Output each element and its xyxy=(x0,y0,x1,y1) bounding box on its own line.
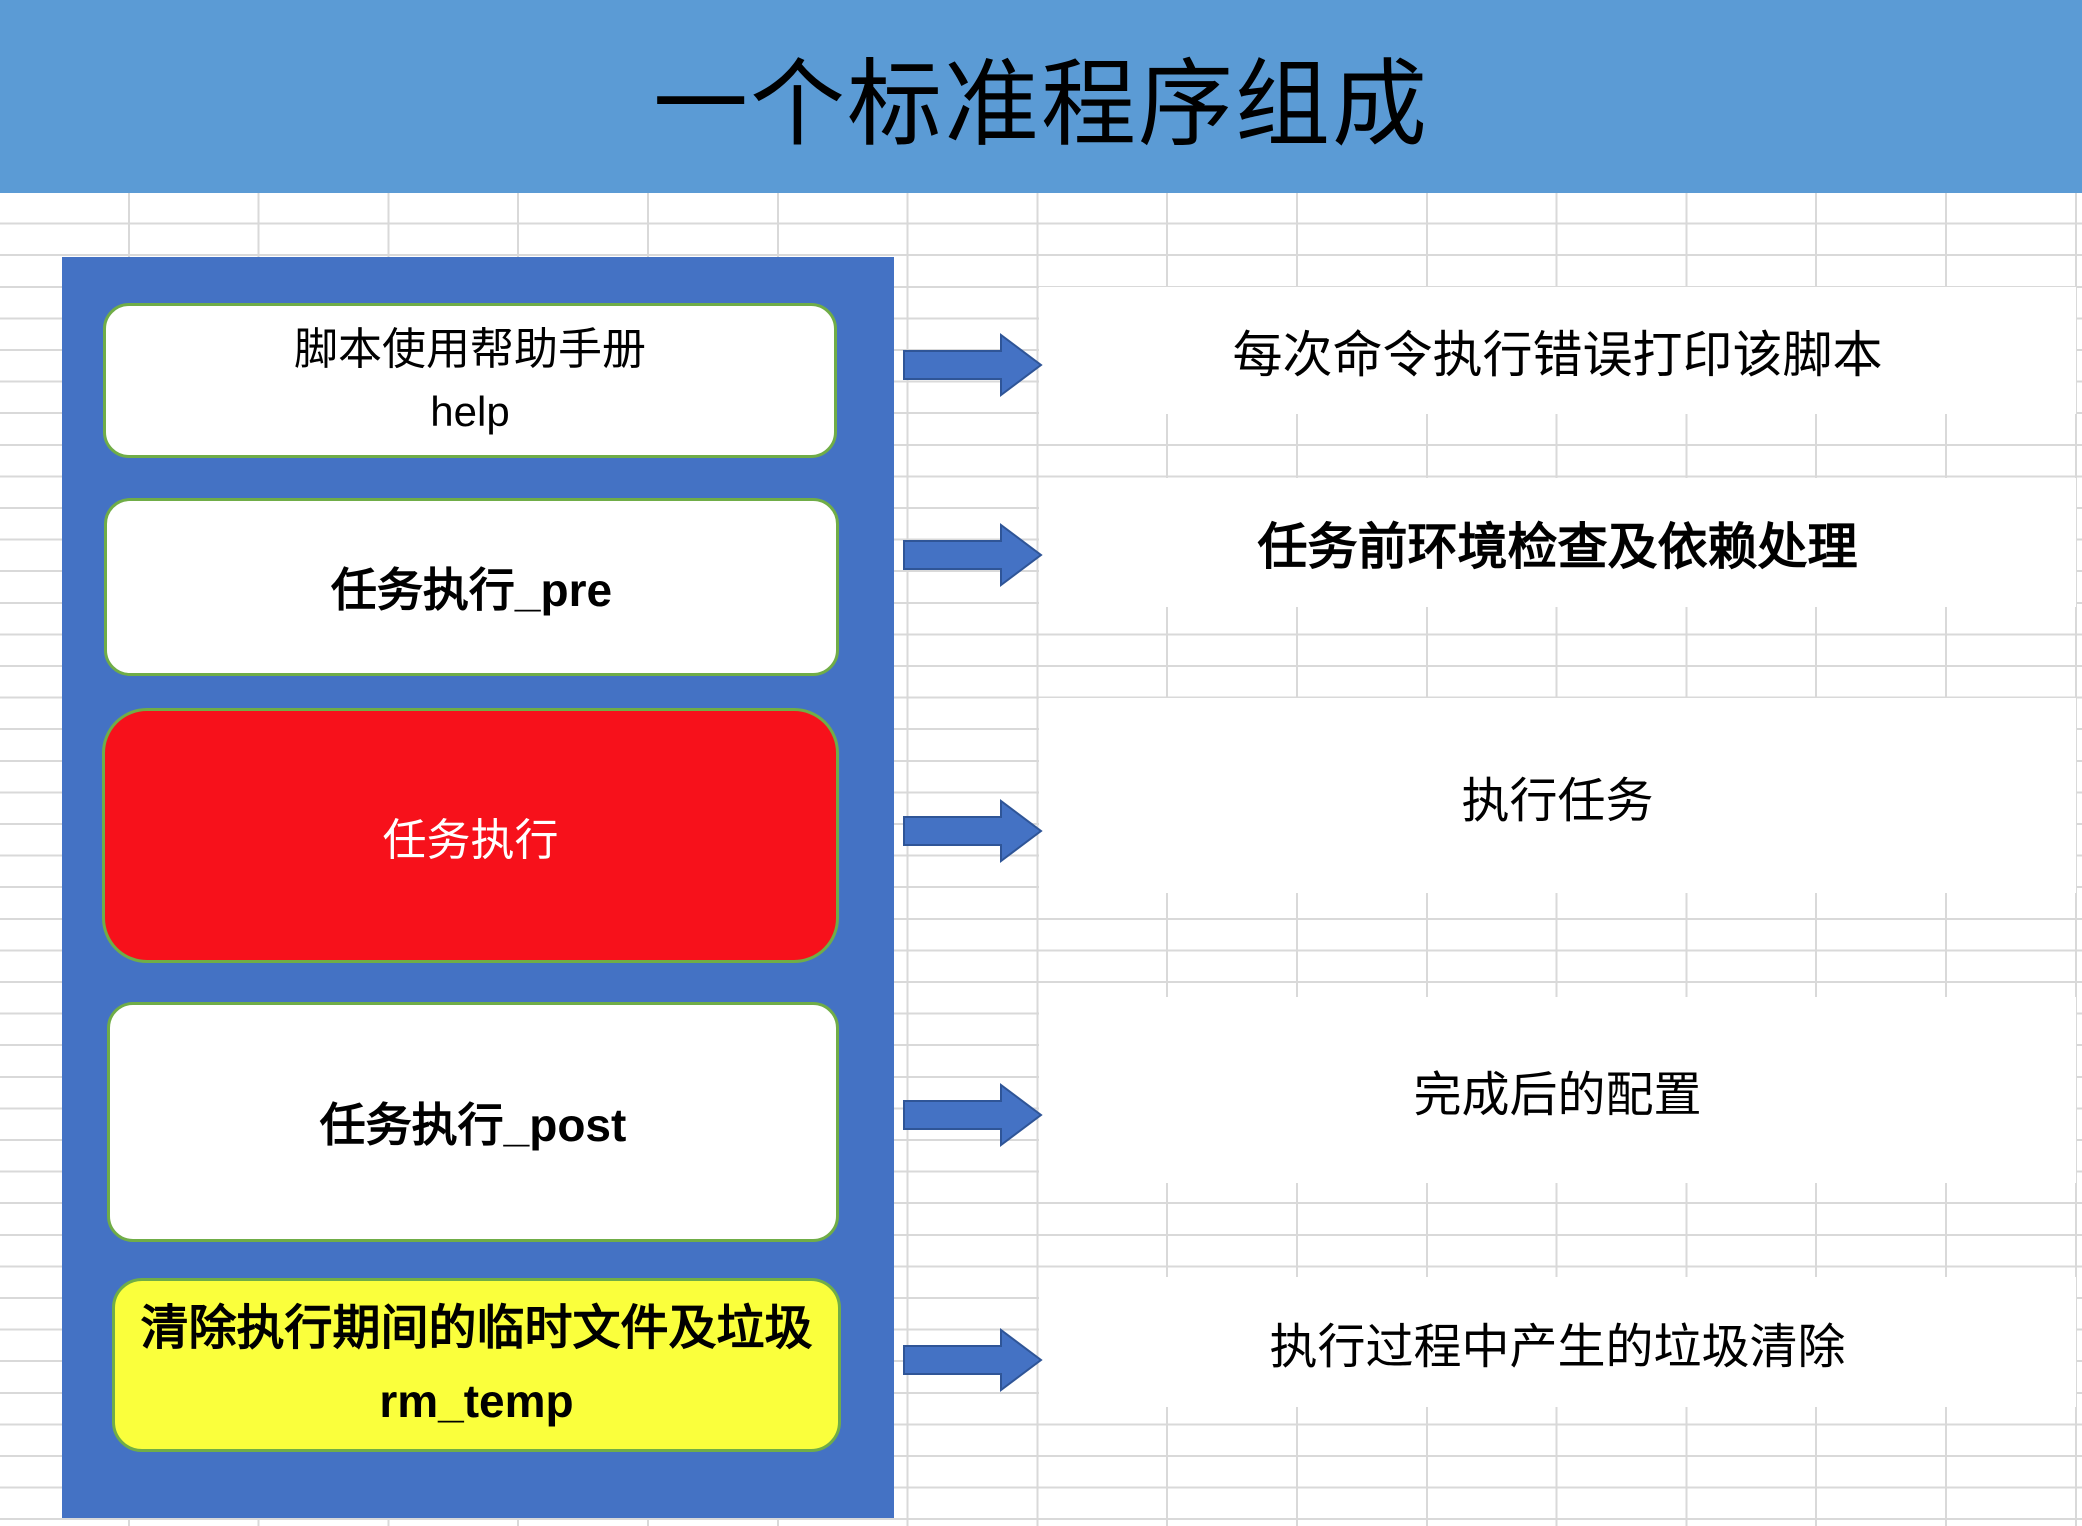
flow-box-pre: 任务执行_pre xyxy=(104,498,839,676)
merged-cell-region: 执行任务 xyxy=(1039,698,2076,893)
flow-box-post: 任务执行_post xyxy=(107,1002,839,1242)
merged-cell-region: 任务前环境检查及依赖处理 xyxy=(1039,478,2076,607)
box-label: 脚本使用帮助手册 xyxy=(294,324,646,374)
merged-cell-region: 完成后的配置 xyxy=(1039,997,2076,1183)
right-arrow-icon xyxy=(903,1328,1043,1392)
flow-box-rm-temp: 清除执行期间的临时文件及垃圾 rm_temp xyxy=(112,1278,841,1452)
flow-box-help: 脚本使用帮助手册 help xyxy=(103,303,837,458)
right-arrow-icon xyxy=(903,333,1043,397)
right-arrow-icon xyxy=(903,799,1043,863)
right-arrow-icon xyxy=(903,523,1043,587)
step-description: 每次命令执行错误打印该脚本 xyxy=(1232,326,1883,383)
step-description: 执行过程中产生的垃圾清除 xyxy=(1269,1321,1846,1374)
box-label: 清除执行期间的临时文件及垃圾 xyxy=(140,1302,813,1355)
step-description: 执行任务 xyxy=(1461,774,1654,828)
box-label: 任务执行_pre xyxy=(330,564,613,616)
merged-cell-region: 每次命令执行错误打印该脚本 xyxy=(1039,287,2076,414)
box-label: 任务执行 xyxy=(382,815,559,865)
title-bar: 一个标准程序组成 xyxy=(0,0,2082,193)
right-arrow-icon xyxy=(903,1083,1043,1147)
flow-box-exec: 任务执行 xyxy=(102,708,839,963)
box-label: 任务执行_post xyxy=(319,1099,627,1151)
box-sublabel: rm_temp xyxy=(379,1375,574,1427)
page-title: 一个标准程序组成 xyxy=(652,52,1429,158)
merged-cell-region: 执行过程中产生的垃圾清除 xyxy=(1039,1277,2076,1407)
step-description: 任务前环境检查及依赖处理 xyxy=(1257,518,1858,575)
step-description: 完成后的配置 xyxy=(1413,1069,1702,1122)
box-sublabel: help xyxy=(430,387,510,435)
